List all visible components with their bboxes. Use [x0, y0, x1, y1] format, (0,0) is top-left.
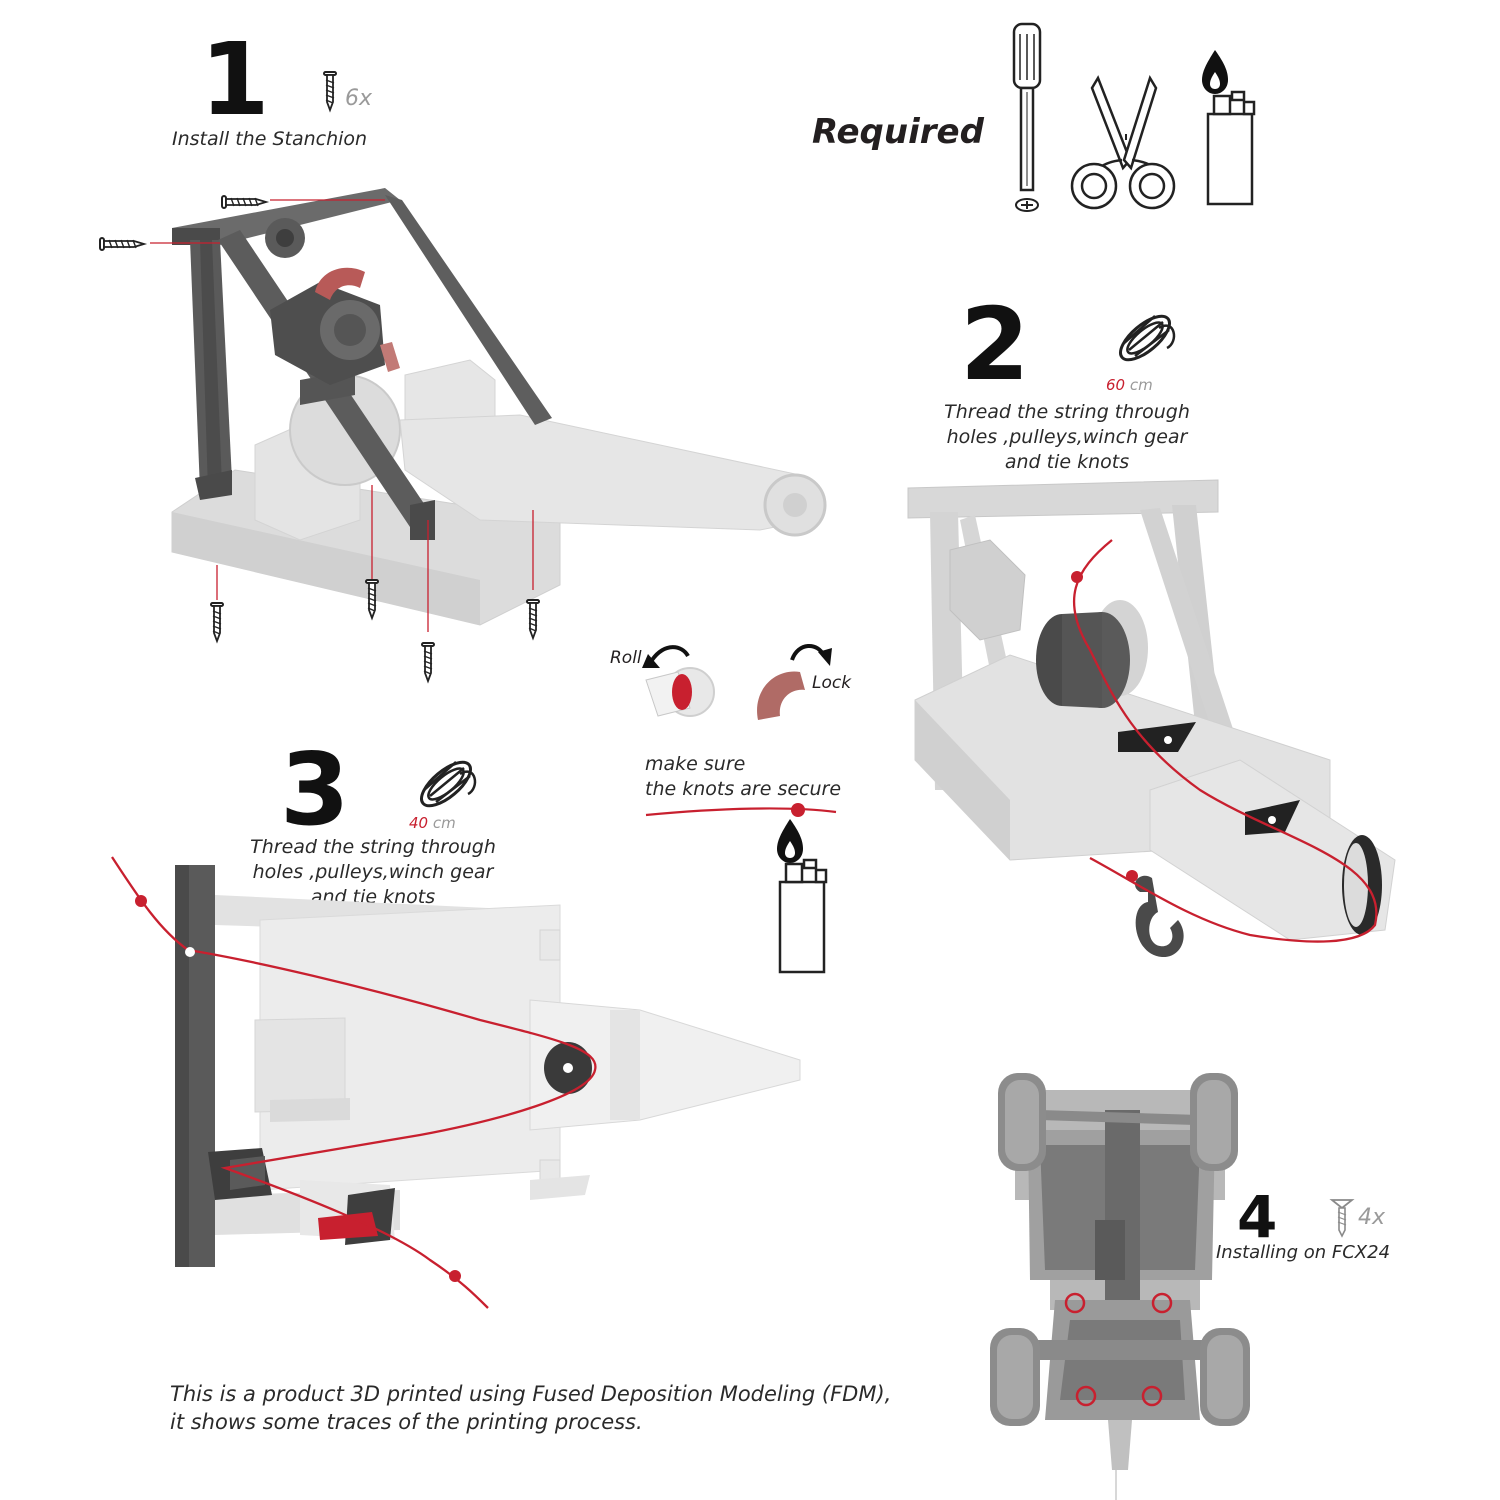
step-1-caption: Install the Stanchion [172, 128, 368, 150]
step-3-top-view-assembly [111, 856, 801, 1309]
step-2-caption-line: and tie knots [1004, 451, 1130, 473]
winch-gear-roll-part [645, 667, 715, 717]
footer-line: it shows some traces of the printing pro… [170, 1410, 643, 1434]
roll-arrow-icon [642, 645, 690, 668]
step-3-length-unit: cm [432, 814, 456, 832]
step-2-caption-line: holes ,pulleys,winch gear [946, 426, 1188, 448]
screwdriver-icon [1012, 22, 1042, 212]
screw-icon [99, 237, 145, 251]
required-label: Required [812, 112, 984, 152]
string-icon [413, 753, 479, 815]
lock-label: Lock [812, 673, 852, 693]
fcx24-chassis [990, 1073, 1250, 1500]
lighter-icon [1202, 50, 1256, 206]
string-icon [1112, 307, 1178, 369]
step-2-caption: Thread the string through holes ,pulleys… [912, 400, 1222, 475]
knot-note: make sure the knots are secure [645, 752, 841, 802]
footer-line: This is a product 3D printed using Fused… [170, 1382, 892, 1406]
step-3-number: 3 [280, 731, 350, 848]
screw-icon [221, 195, 267, 209]
step-2-number: 2 [960, 286, 1030, 403]
step-4-number: 4 [1237, 1183, 1278, 1251]
step-2-winch-assembly [907, 479, 1396, 958]
lock-arrow-icon [790, 644, 832, 666]
lock-lever-part [757, 671, 805, 720]
step-3-caption-line: Thread the string through [250, 836, 496, 858]
step-2-caption-line: Thread the string through [944, 401, 1190, 423]
knot-icon [791, 803, 805, 817]
step-4-screw-quantity: 4x [1358, 1205, 1386, 1230]
screw-icon [323, 71, 337, 111]
step-1-number: 1 [200, 21, 270, 138]
scissors-icon [1070, 74, 1176, 210]
screw-icon [526, 599, 540, 639]
step-1-stanchion-assembly [150, 188, 827, 632]
knot-string-line [645, 807, 837, 817]
screw-icon [421, 642, 435, 682]
knot-note-line: the knots are secure [645, 778, 842, 800]
screw-icon [1329, 1199, 1355, 1238]
step-3-length-value: 40 [409, 814, 429, 832]
screw-icon [210, 602, 224, 642]
knot-note-line: make sure [645, 753, 746, 775]
footer-note: This is a product 3D printed using Fused… [170, 1380, 891, 1436]
roll-label: Roll [610, 648, 642, 668]
step-1-screw-quantity: 6x [345, 86, 373, 111]
step-2-length-unit: cm [1129, 376, 1153, 394]
step-4-caption: Installing on FCX24 [1216, 1242, 1391, 1263]
lighter-icon [777, 819, 828, 974]
step-2-string-length: 60 cm [1106, 376, 1153, 394]
step-3-string-length: 40 cm [409, 814, 456, 832]
step-3-caption-line: holes ,pulleys,winch gear [252, 861, 494, 883]
step-2-length-value: 60 [1106, 376, 1126, 394]
